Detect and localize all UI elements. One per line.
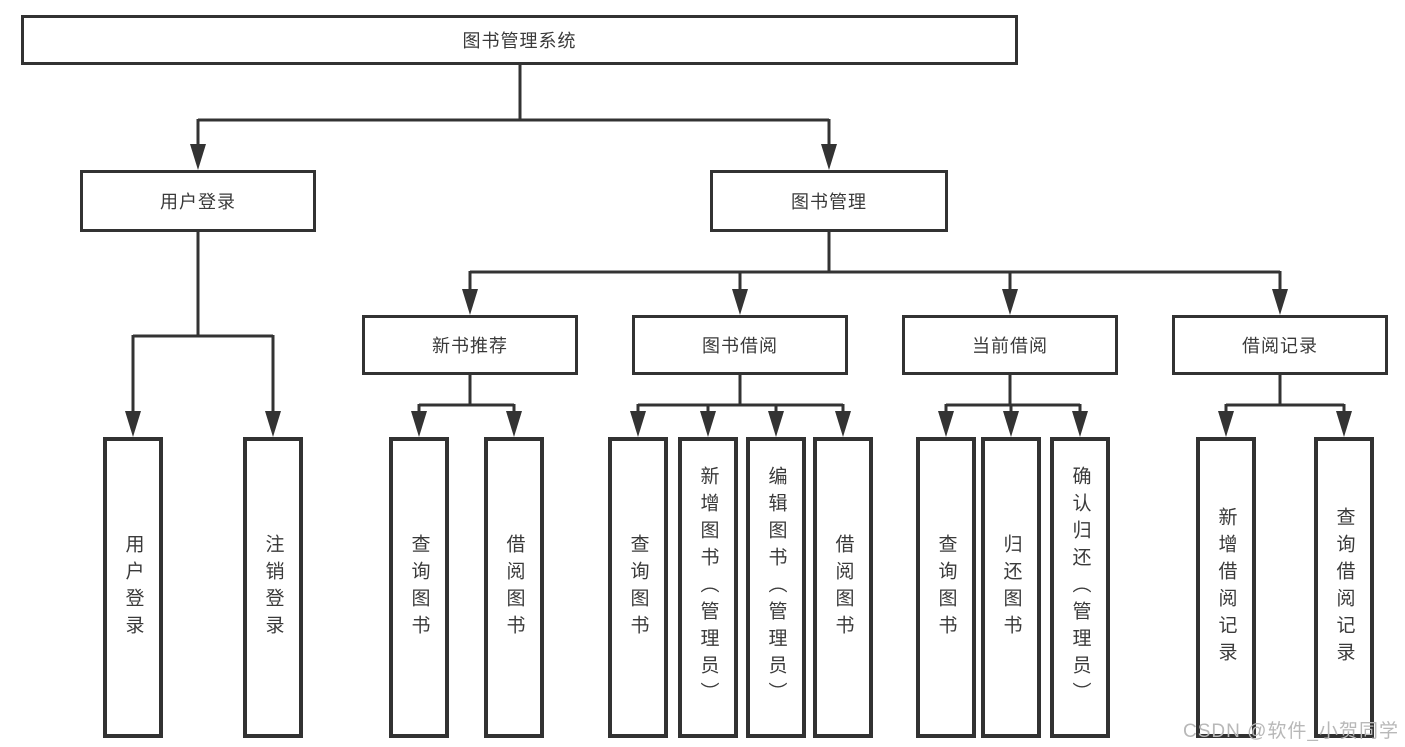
node-new-book-recommend: 新书推荐 — [362, 315, 578, 375]
node-book-borrowing: 图书借阅 — [632, 315, 848, 375]
node-book-management: 图书管理 — [710, 170, 948, 232]
leaf-logout: 注销登录 — [243, 437, 303, 738]
leaf-borrow-books-1-label: 借阅图书 — [503, 533, 525, 642]
leaf-add-borrow-record-label: 新增借阅记录 — [1215, 506, 1237, 669]
leaf-borrow-books-1: 借阅图书 — [484, 437, 544, 738]
leaf-user-login-label: 用户登录 — [122, 533, 144, 642]
node-current-borrowing: 当前借阅 — [902, 315, 1118, 375]
leaf-edit-books-admin: 编辑图书（管理员） — [746, 437, 806, 738]
leaf-query-books-3: 查询图书 — [916, 437, 976, 738]
node-root-label: 图书管理系统 — [462, 31, 577, 51]
node-borrowing-records-label: 借阅记录 — [1242, 336, 1318, 356]
leaf-query-books-3-label: 查询图书 — [935, 533, 957, 642]
arrowhead-icons — [125, 144, 1352, 437]
leaf-borrow-books-2-label: 借阅图书 — [832, 533, 854, 642]
leaf-query-books-1: 查询图书 — [389, 437, 449, 738]
leaf-return-books: 归还图书 — [981, 437, 1041, 738]
leaf-borrow-books-2: 借阅图书 — [813, 437, 873, 738]
leaf-query-borrow-record-label: 查询借阅记录 — [1333, 506, 1355, 669]
node-root: 图书管理系统 — [21, 15, 1018, 65]
leaf-user-login: 用户登录 — [103, 437, 163, 738]
node-book-management-label: 图书管理 — [791, 192, 867, 212]
leaf-query-books-2: 查询图书 — [608, 437, 668, 738]
node-current-borrowing-label: 当前借阅 — [972, 336, 1048, 356]
leaf-add-books-admin: 新增图书（管理员） — [678, 437, 738, 738]
node-book-borrowing-label: 图书借阅 — [702, 336, 778, 356]
leaf-add-books-admin-label: 新增图书（管理员） — [697, 466, 719, 709]
leaf-return-books-label: 归还图书 — [1000, 533, 1022, 642]
node-user-login-label: 用户登录 — [160, 192, 236, 212]
leaf-query-borrow-record: 查询借阅记录 — [1314, 437, 1374, 738]
leaf-query-books-1-label: 查询图书 — [408, 533, 430, 642]
leaf-confirm-return-admin-label: 确认归还（管理员） — [1069, 466, 1091, 709]
node-user-login: 用户登录 — [80, 170, 316, 232]
leaf-logout-label: 注销登录 — [262, 533, 284, 642]
node-new-book-recommend-label: 新书推荐 — [432, 336, 508, 356]
leaf-query-books-2-label: 查询图书 — [627, 533, 649, 642]
leaf-edit-books-admin-label: 编辑图书（管理员） — [765, 466, 787, 709]
leaf-confirm-return-admin: 确认归还（管理员） — [1050, 437, 1110, 738]
node-borrowing-records: 借阅记录 — [1172, 315, 1388, 375]
leaf-add-borrow-record: 新增借阅记录 — [1196, 437, 1256, 738]
